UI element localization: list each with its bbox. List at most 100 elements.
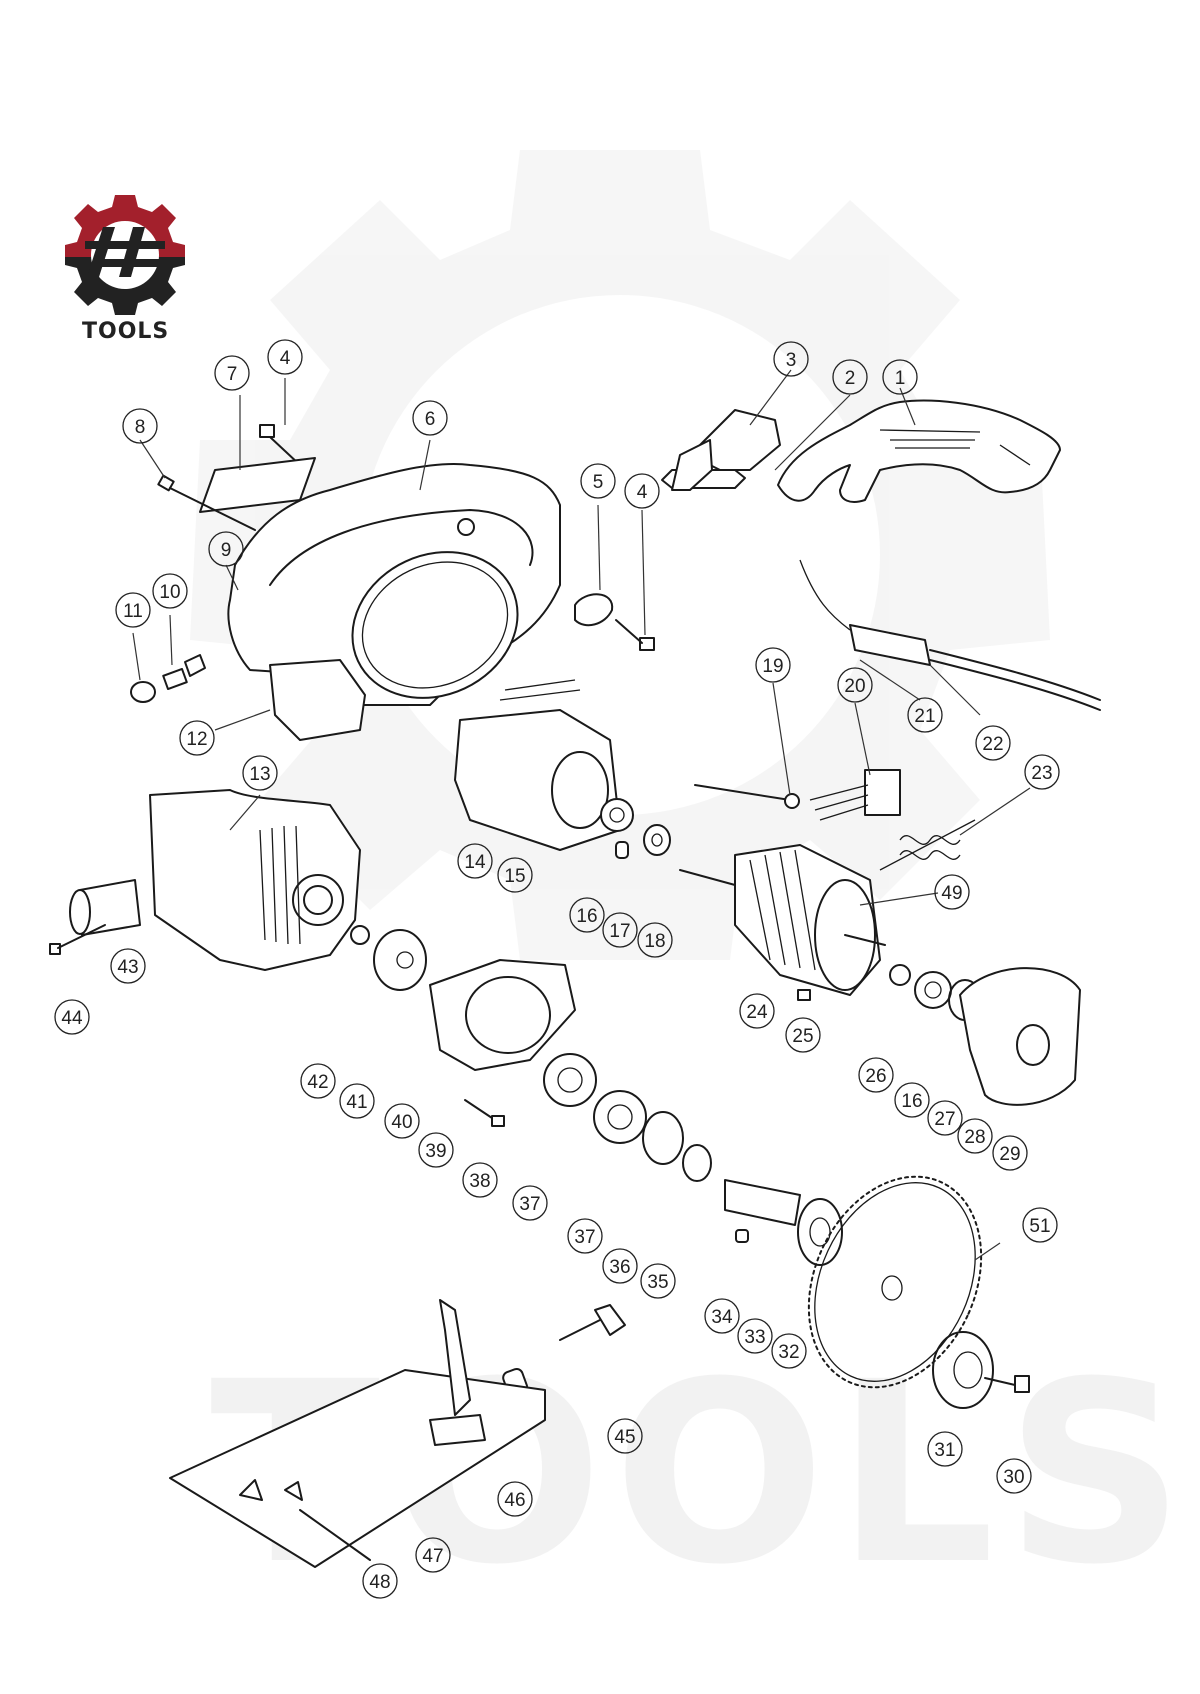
callout-48: 48 — [369, 1572, 390, 1593]
callout-circle — [927, 1431, 963, 1467]
part-handle — [777, 399, 1061, 503]
callout-51: 51 — [1029, 1216, 1050, 1237]
part-key-25 — [797, 989, 811, 1001]
callout-25: 25 — [792, 1026, 813, 1047]
callout-circle — [927, 1100, 963, 1136]
callout-circle — [1024, 754, 1060, 790]
callout-15: 15 — [504, 866, 525, 887]
callout-37-right: 37 — [574, 1227, 595, 1248]
callout-circle — [569, 897, 605, 933]
callout-9: 9 — [221, 540, 232, 561]
callout-circle — [242, 755, 278, 791]
callout-8: 8 — [135, 417, 146, 438]
callout-27: 27 — [934, 1109, 955, 1130]
callout-42: 42 — [307, 1072, 328, 1093]
callout-circle — [418, 1132, 454, 1168]
callout-30: 30 — [1003, 1467, 1024, 1488]
part-armature — [679, 844, 886, 996]
callout-10: 10 — [159, 582, 180, 603]
brand-logo: TOOLS — [65, 195, 185, 344]
callout-39: 39 — [425, 1141, 446, 1162]
callout-20: 20 — [844, 676, 865, 697]
callout-35: 35 — [647, 1272, 668, 1293]
part-spindle — [724, 1179, 801, 1226]
callout-41: 41 — [346, 1092, 367, 1113]
callout-17: 17 — [609, 921, 630, 942]
callout-circles — [54, 339, 1060, 1599]
callout-31: 31 — [934, 1440, 955, 1461]
part-carbon-brush — [162, 654, 206, 690]
part-washer-41 — [350, 925, 370, 945]
part-housing — [227, 463, 561, 706]
callout-circle — [300, 1063, 336, 1099]
part-bearing-box — [429, 959, 576, 1071]
callout-16-left: 16 — [576, 906, 597, 927]
callout-circle — [497, 857, 533, 893]
part-field-stator — [454, 679, 621, 851]
callout-13: 13 — [249, 764, 270, 785]
callout-circle — [580, 463, 616, 499]
part-dust-nozzle — [69, 879, 141, 936]
callout-circle — [934, 874, 970, 910]
part-outer-flange — [932, 1331, 994, 1409]
callout-circle — [115, 592, 151, 628]
callout-circle — [858, 1057, 894, 1093]
callout-circle — [415, 1537, 451, 1573]
callout-circle — [602, 912, 638, 948]
callout-circle — [179, 720, 215, 756]
callout-37-left: 37 — [519, 1194, 540, 1215]
callout-labels: 1 2 3 4 4 5 6 7 8 9 10 11 12 13 14 15 16… — [61, 348, 1052, 1593]
part-cord — [929, 649, 1101, 711]
callout-36: 36 — [609, 1257, 630, 1278]
callout-circle — [975, 725, 1011, 761]
callout-6: 6 — [425, 409, 436, 430]
part-screw-38 — [464, 1099, 505, 1127]
callout-circle — [110, 948, 146, 984]
callout-circle — [122, 408, 158, 444]
part-bearing-16a — [600, 798, 634, 832]
brand-text: TOOLS — [82, 319, 169, 344]
part-bearing-16b — [914, 971, 952, 1009]
callout-46: 46 — [504, 1490, 525, 1511]
callout-circle — [362, 1563, 398, 1599]
callout-circle — [957, 1118, 993, 1154]
callout-circle — [54, 999, 90, 1035]
callout-19: 19 — [762, 656, 783, 677]
part-gear-housing — [149, 789, 361, 971]
part-pin-48 — [239, 1479, 371, 1561]
callout-34: 34 — [711, 1307, 733, 1328]
part-screw-8 — [157, 474, 256, 531]
part-base-plate — [169, 1299, 546, 1568]
part-screw-4b — [615, 619, 655, 651]
callout-45: 45 — [614, 1427, 635, 1448]
part-bearing-37a — [543, 1053, 597, 1107]
callout-circle — [214, 355, 250, 391]
part-screw-19 — [694, 784, 800, 809]
part-bearing-37b — [593, 1090, 647, 1144]
callout-circle — [907, 697, 943, 733]
callout-29: 29 — [999, 1144, 1020, 1165]
part-retaining-ring — [682, 1144, 712, 1182]
callout-circle — [773, 341, 809, 377]
part-screw-44 — [49, 924, 106, 955]
callout-circle — [607, 1418, 643, 1454]
part-brush-springs — [879, 819, 976, 871]
callout-circle — [882, 359, 918, 395]
callout-circle — [497, 1481, 533, 1517]
callout-circle — [755, 647, 791, 683]
callout-38: 38 — [469, 1171, 490, 1192]
leader-lines — [132, 369, 1031, 1261]
callout-16-right: 16 — [901, 1091, 922, 1112]
part-bearing-retainer — [642, 1111, 684, 1165]
part-switch — [671, 409, 781, 491]
callout-circle — [785, 1017, 821, 1053]
part-brush-cap — [130, 681, 156, 703]
callout-24: 24 — [746, 1002, 768, 1023]
part-wing-bolt — [559, 1304, 626, 1341]
callout-40: 40 — [391, 1112, 412, 1133]
callout-1: 1 — [895, 368, 906, 389]
callout-circle — [996, 1458, 1032, 1494]
callout-11: 11 — [123, 601, 143, 622]
callout-circle — [602, 1248, 638, 1284]
